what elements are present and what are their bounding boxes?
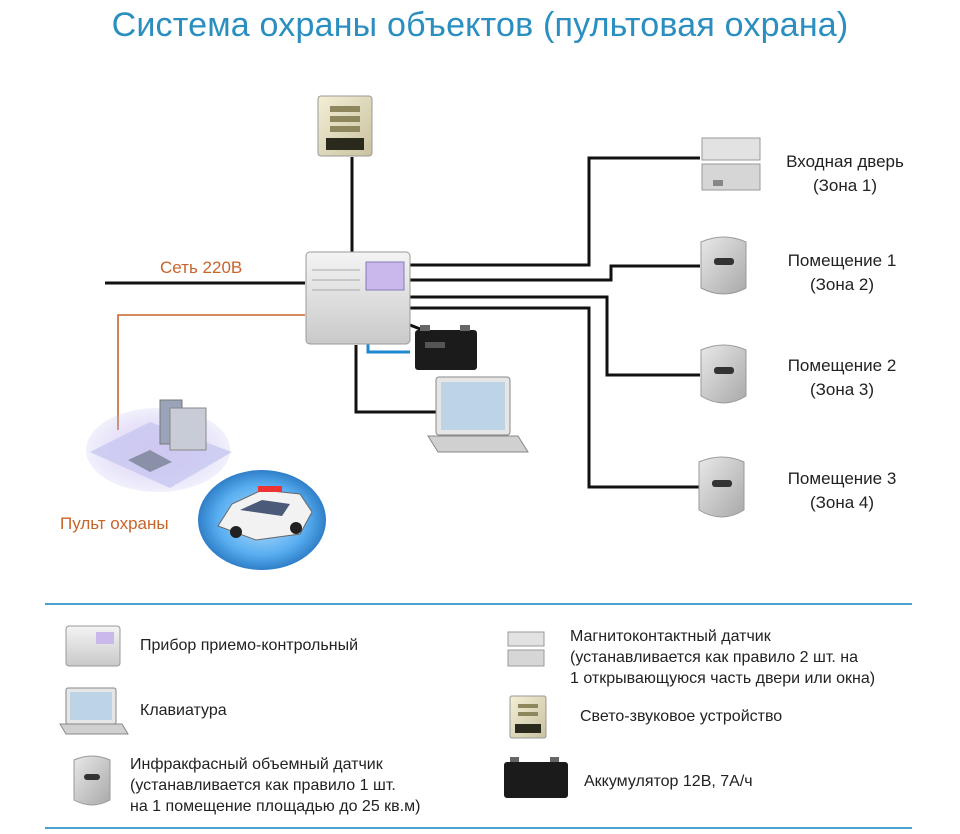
diagram-title: Система охраны объектов (пультовая охран… (111, 6, 849, 44)
wire-zone-4 (410, 306, 700, 489)
zone-1-label: Входная дверь (Зона 1) (765, 150, 925, 198)
motion-sensor-icon-zone-3 (700, 344, 747, 404)
wire-zone-3 (410, 295, 700, 377)
zone-3-number: (Зона 3) (809, 380, 875, 399)
wire-zone-1 (410, 156, 700, 267)
wire-keypad (354, 345, 436, 414)
legend-battery-text: Аккумулятор 12В, 7А/ч (584, 773, 753, 790)
legend-keypad-icon (59, 687, 129, 735)
phone-line (117, 314, 305, 430)
zone-3-label: Помещение 2 (Зона 3) (762, 354, 922, 402)
legend-magnetic-line-1: Магнитоконтактный датчик (570, 628, 771, 645)
legend-magnetic-sensor-icon (507, 631, 545, 667)
legend-ir-line-2: (устанавливается как правило 1 шт. (130, 777, 396, 794)
zone-4-name: Помещение 3 (787, 469, 897, 488)
legend-magnetic-line-2: (устанавливается как правило 2 шт. на (570, 649, 858, 666)
legend-motion-sensor-icon (73, 755, 111, 806)
legend-ir-sensor-text: Инфракфасный объемный датчик (устанавлив… (130, 754, 420, 817)
zone-4-label: Помещение 3 (Зона 4) (762, 467, 922, 515)
control-panel-icon (305, 251, 411, 345)
magnetic-sensor-icon-zone-1 (701, 137, 761, 191)
wires (105, 156, 700, 489)
zone-1-name: Входная дверь (786, 152, 904, 171)
zone-4-number: (Зона 4) (809, 493, 875, 512)
motion-sensor-icon-zone-4 (698, 456, 745, 518)
legend-battery-icon (504, 757, 568, 798)
keypad-icon (427, 376, 529, 453)
zone-2-number: (Зона 2) (809, 275, 875, 294)
mains-label: Сеть 220В (160, 258, 243, 277)
legend-siren-text: Свето-звуковое устройство (580, 708, 783, 725)
siren-icon (317, 95, 373, 157)
police-car-icon (198, 470, 326, 570)
legend-magnetic-line-3: 1 открывающуюся часть двери или окна) (570, 670, 876, 687)
legend-keypad-text: Клавиатура (140, 702, 227, 719)
console-label: Пульт охраны (60, 514, 169, 533)
console-icon (86, 399, 232, 492)
zone-2-label: Помещение 1 (Зона 2) (762, 249, 922, 297)
legend-magnetic-sensor-text: Магнитоконтактный датчик (устанавливаетс… (570, 626, 875, 689)
legend-ir-line-1: Инфракфасный объемный датчик (130, 756, 383, 773)
zone-1-number: (Зона 1) (812, 176, 878, 195)
zone-2-name: Помещение 1 (787, 251, 897, 270)
battery-icon (415, 325, 477, 370)
legend-siren-icon (509, 695, 547, 739)
wire-zone-2 (410, 264, 700, 282)
legend-ir-line-3: на 1 помещение площадью до 25 кв.м) (130, 798, 421, 815)
motion-sensor-icon-zone-2 (700, 236, 747, 295)
zone-3-name: Помещение 2 (787, 356, 897, 375)
legend-control-panel-icon (65, 625, 121, 667)
legend-panel-text: Прибор приемо-контрольный (140, 637, 358, 654)
